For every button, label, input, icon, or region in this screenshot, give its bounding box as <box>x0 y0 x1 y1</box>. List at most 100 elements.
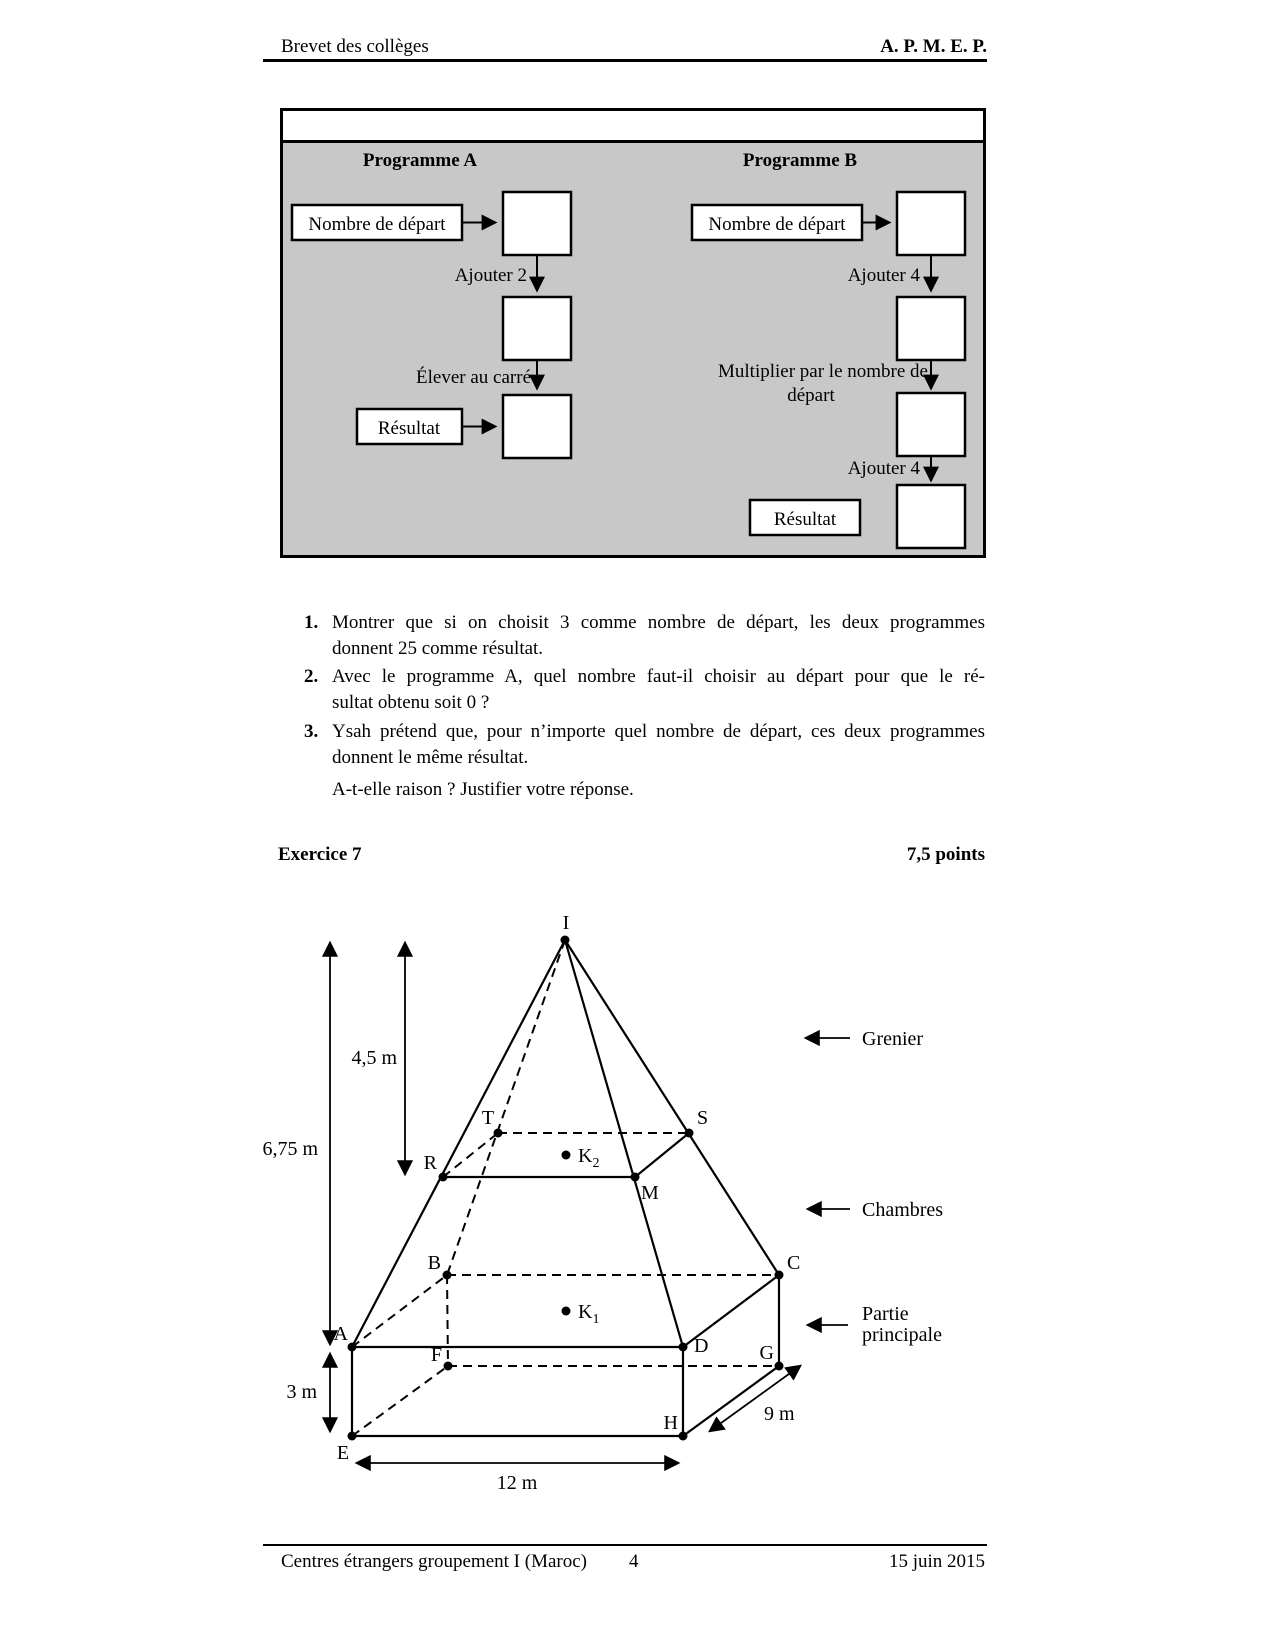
edge-I-A <box>351 939 566 1348</box>
program-b-cell-4 <box>895 483 967 550</box>
flowchart-outer-box <box>280 108 986 558</box>
label-point-R: R <box>424 1152 438 1174</box>
question-3-line-1: Ysah prétend que, pour n’importe quel no… <box>332 721 985 742</box>
label-point-F: F <box>431 1344 442 1366</box>
question-1-line-2: donnent 25 comme résultat. <box>332 638 544 659</box>
footer-left: Centres étrangers groupement I (Maroc) <box>281 1551 587 1572</box>
vertex-R <box>438 1172 448 1182</box>
label-point-H: H <box>664 1412 678 1434</box>
program-b-step2-label-line1: Multiplier par le nombre de <box>718 361 928 382</box>
edge-I-B-hidden <box>446 939 566 1276</box>
question-3-followup: A-t-elle raison ? Justifier votre répons… <box>332 779 634 800</box>
program-a-result-box <box>355 407 464 446</box>
program-b-cell-1 <box>895 190 967 257</box>
header-right-title: A. P. M. E. P. <box>880 36 987 57</box>
figure-solid-edges <box>350 939 781 1438</box>
edge-R-T-hidden <box>442 1132 499 1178</box>
program-a-step2-label: Élever au carré <box>416 366 531 388</box>
vertex-D <box>678 1342 688 1352</box>
edge-I-D <box>563 939 685 1348</box>
program-a-step1-label: Ajouter 2 <box>455 265 527 286</box>
label-point-I: I <box>563 912 570 934</box>
edge-I-C <box>564 939 780 1276</box>
dim-label-wall-height: 3 m <box>286 1381 317 1403</box>
exercise-points: 7,5 points <box>906 844 985 865</box>
label-point-S: S <box>697 1107 708 1129</box>
exercise-title: Exercice 7 <box>278 844 362 865</box>
program-a-cell-1 <box>501 190 573 257</box>
question-3-number: 3. <box>304 721 319 742</box>
program-a-cell-3 <box>501 393 573 460</box>
vertex-F <box>443 1361 453 1371</box>
vertex-B <box>442 1270 452 1280</box>
label-point-B: B <box>428 1252 441 1274</box>
footer-right: 15 juin 2015 <box>888 1551 985 1572</box>
question-2-number: 2. <box>304 666 319 687</box>
program-b-step1-label: Ajouter 4 <box>848 265 921 286</box>
header-rule <box>263 59 987 62</box>
edge-A-B-hidden <box>351 1274 448 1348</box>
vertex-G <box>774 1361 784 1371</box>
label-point-K2: K2 <box>578 1145 599 1171</box>
edge-M-S <box>634 1132 690 1178</box>
program-b-result-label: Résultat <box>774 509 837 530</box>
program-flowchart: Programme A Nombre de départ Ajouter 2 É… <box>280 108 986 558</box>
footer-rule <box>263 1544 987 1546</box>
question-1-line-1: Montrer que si on choisit 3 comme nombre… <box>332 612 985 633</box>
program-a-title: Programme A <box>363 150 477 171</box>
vertex-I <box>560 935 570 945</box>
label-point-T: T <box>482 1107 494 1129</box>
label-point-A: A <box>334 1323 349 1345</box>
vertex-A <box>347 1342 357 1352</box>
program-b-cell-2 <box>895 295 967 362</box>
program-b-step2-label-line2: départ <box>787 385 835 406</box>
vertex-T <box>493 1128 503 1138</box>
vertex-H <box>678 1431 688 1441</box>
question-1-number: 1. <box>304 612 319 633</box>
label-main-part-line2: principale <box>862 1324 942 1346</box>
label-point-K1: K1 <box>578 1301 599 1327</box>
point-K2 <box>561 1150 571 1160</box>
label-attic: Grenier <box>862 1028 923 1050</box>
program-a-result-label: Résultat <box>378 418 441 439</box>
edge-E-F-hidden <box>351 1365 449 1437</box>
question-3-line-2: donnent le même résultat. <box>332 747 529 768</box>
dim-label-length: 12 m <box>497 1472 538 1494</box>
dim-label-roof-height: 4,5 m <box>351 1047 397 1069</box>
label-point-C: C <box>787 1252 800 1274</box>
program-b-input-box <box>690 203 864 242</box>
label-main-part-line1: Partie <box>862 1303 909 1325</box>
edge-H-G <box>682 1365 780 1437</box>
question-2-line-1: Avec le programme A, quel nombre faut-il… <box>332 666 985 687</box>
footer-page-number: 4 <box>629 1551 639 1572</box>
label-point-D: D <box>694 1335 708 1357</box>
edge-D-C <box>682 1274 780 1348</box>
program-b-title: Programme B <box>743 150 857 171</box>
program-b-cell-3 <box>895 391 967 458</box>
program-b-result-box <box>748 498 862 537</box>
figure-dimension-lines <box>321 940 802 1472</box>
dim-line-depth <box>708 1364 802 1433</box>
label-point-E: E <box>337 1442 349 1464</box>
label-point-G: G <box>760 1342 774 1364</box>
header-left-title: Brevet des collèges <box>281 36 429 57</box>
figure-callout-arrows <box>803 1029 850 1334</box>
label-rooms: Chambres <box>862 1199 943 1221</box>
flowchart-title-band <box>283 111 983 140</box>
house-figure: I T S R M B C A F D G E H K2 K1 4,5 m 6,… <box>262 912 943 1494</box>
program-b-input-label: Nombre de départ <box>708 214 846 235</box>
vertex-C <box>774 1270 784 1280</box>
edge-B-F-hidden <box>446 1274 449 1367</box>
figure-vertices <box>347 935 784 1441</box>
dim-label-total-height: 6,75 m <box>262 1138 318 1160</box>
question-2-line-2: sultat obtenu soit 0 ? <box>332 692 490 713</box>
dim-label-depth: 9 m <box>764 1403 795 1425</box>
figure-dashed-edges <box>351 939 779 1437</box>
program-a-cell-2 <box>501 295 573 362</box>
vertex-E <box>347 1431 357 1441</box>
vertex-M <box>630 1172 640 1182</box>
label-point-M: M <box>641 1182 659 1204</box>
program-a-input-label: Nombre de départ <box>308 214 446 235</box>
vertex-S <box>684 1128 694 1138</box>
